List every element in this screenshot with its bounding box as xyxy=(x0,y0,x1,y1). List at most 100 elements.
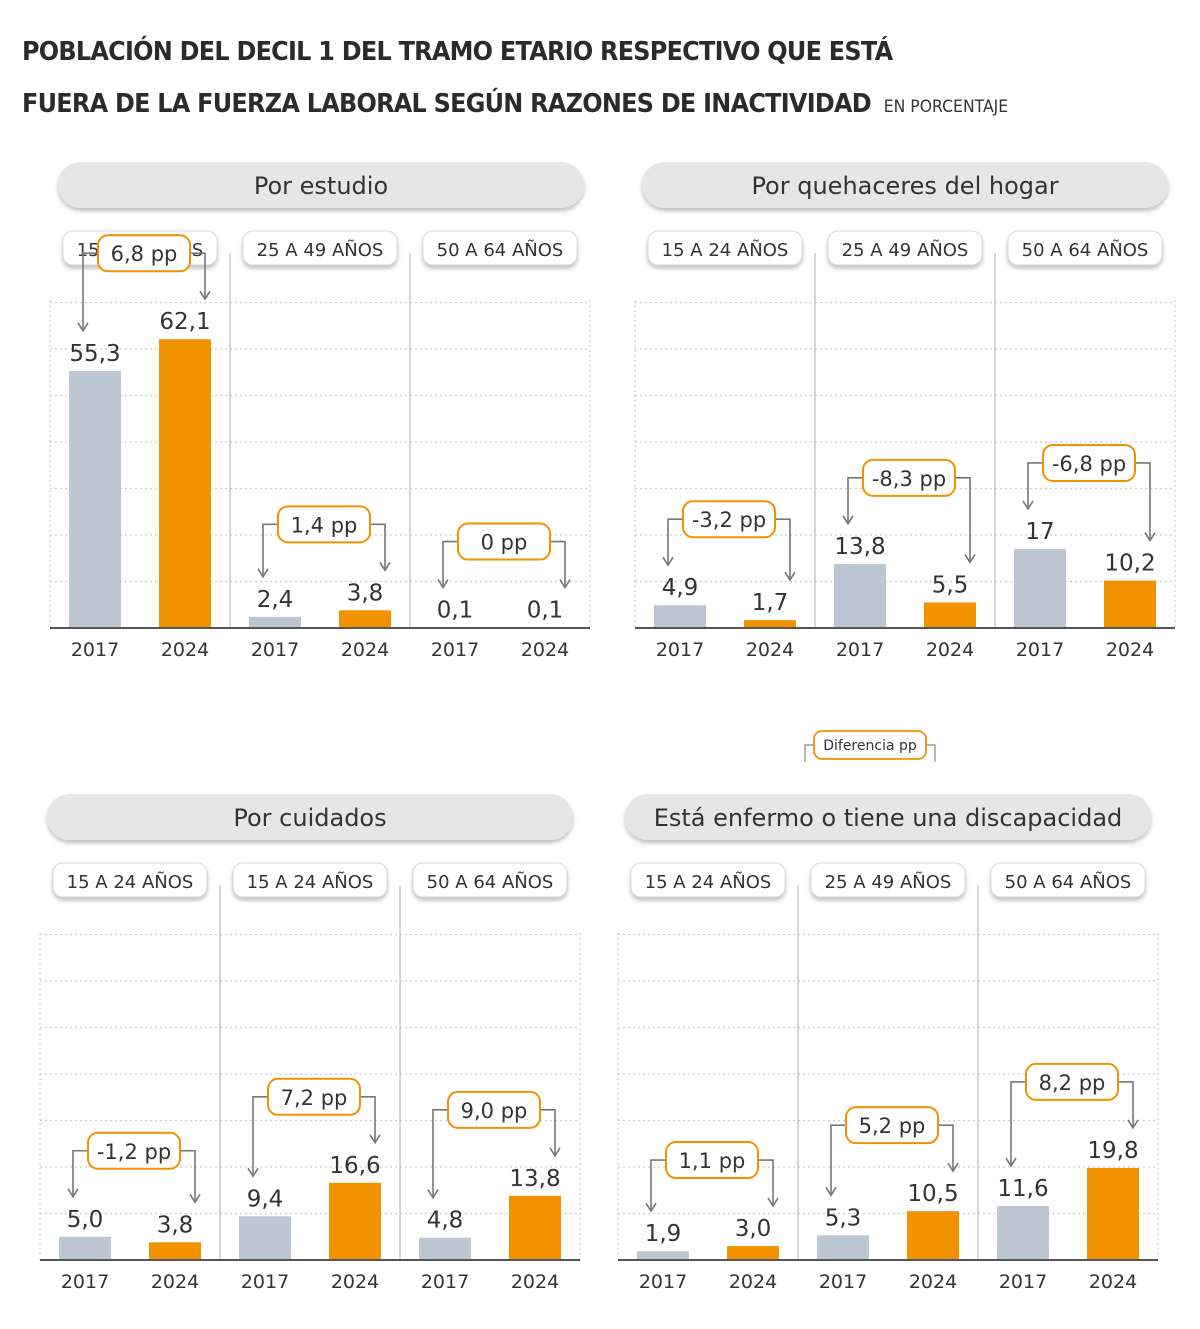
bar-2024 xyxy=(744,620,796,628)
year-label: 2017 xyxy=(431,639,479,661)
value-label: 55,3 xyxy=(69,341,120,367)
age-label: 25 A 49 AÑOS xyxy=(257,239,384,261)
year-label: 2024 xyxy=(511,1271,559,1293)
bar-2024 xyxy=(149,1242,201,1260)
age-pill xyxy=(242,230,398,266)
legend: Diferencia pp xyxy=(804,730,936,762)
year-label: 2017 xyxy=(241,1271,289,1293)
age-label: 25 A 49 AÑOS xyxy=(825,871,952,893)
year-label: 2017 xyxy=(251,639,299,661)
panel-title-pill xyxy=(47,794,573,840)
diff-label: 8,2 pp xyxy=(1039,1071,1106,1095)
age-pill xyxy=(810,862,966,898)
year-label: 2017 xyxy=(639,1271,687,1293)
diff-label: 1,1 pp xyxy=(679,1149,746,1173)
value-label: 10,2 xyxy=(1104,551,1155,577)
diff-arrowhead xyxy=(1127,1119,1139,1130)
value-label: 5,3 xyxy=(825,1205,862,1231)
diff-arrowhead xyxy=(549,1147,561,1158)
diff-box xyxy=(447,1090,541,1129)
value-label: 1,7 xyxy=(752,590,789,616)
value-label: 5,5 xyxy=(932,572,969,598)
year-label: 2017 xyxy=(1016,639,1064,661)
diff-arrowhead xyxy=(559,579,571,590)
value-label: 0,1 xyxy=(527,598,564,624)
year-label: 2024 xyxy=(161,639,209,661)
year-label: 2024 xyxy=(909,1271,957,1293)
age-pill xyxy=(52,862,208,898)
panel-title-pill xyxy=(58,162,584,208)
diff-box xyxy=(277,505,371,544)
age-pill xyxy=(422,230,578,266)
diff-label: 1,4 pp xyxy=(291,513,358,537)
bar-2017 xyxy=(1014,548,1066,628)
diff-box xyxy=(682,500,776,539)
diff-arrowhead xyxy=(784,571,796,582)
bar-2017 xyxy=(419,1237,471,1260)
title-line-2-text: FUERA DE LA FUERZA LABORAL SEGÚN RAZONES… xyxy=(22,89,872,119)
age-label: 15 A 24 AÑOS xyxy=(645,871,772,893)
value-label: 5,0 xyxy=(67,1207,104,1233)
diff-arrowhead xyxy=(842,515,854,526)
year-label: 2024 xyxy=(151,1271,199,1293)
age-pill xyxy=(232,862,388,898)
panel-4: Está enfermo o tiene una discapacidad15 … xyxy=(617,794,1159,1293)
value-label: 3,0 xyxy=(735,1216,772,1242)
value-label: 19,8 xyxy=(1087,1138,1138,1164)
year-label: 2024 xyxy=(331,1271,379,1293)
diff-label: 6,8 pp xyxy=(111,242,178,266)
value-label: 16,6 xyxy=(329,1153,380,1179)
year-label: 2024 xyxy=(1106,639,1154,661)
diff-arrowhead xyxy=(645,1202,657,1213)
value-label: 4,9 xyxy=(662,575,699,601)
diff-arrowhead xyxy=(199,290,211,301)
diff-arrowhead xyxy=(257,568,269,579)
diff-arrowhead xyxy=(369,1134,381,1145)
title-line-2: FUERA DE LA FUERZA LABORAL SEGÚN RAZONES… xyxy=(22,78,1008,133)
chart-title: POBLACIÓN DEL DECIL 1 DEL TRAMO ETARIO R… xyxy=(22,26,1008,133)
bar-2017 xyxy=(69,370,121,628)
diff-label: 9,0 pp xyxy=(461,1099,528,1123)
bar-2024 xyxy=(339,610,391,628)
year-label: 2017 xyxy=(819,1271,867,1293)
diff-arrowhead xyxy=(825,1186,837,1197)
diff-arrowhead xyxy=(67,1188,79,1199)
bar-2024 xyxy=(159,339,211,628)
diff-label: -3,2 pp xyxy=(692,508,766,532)
bar-2017 xyxy=(249,616,301,628)
year-label: 2024 xyxy=(341,639,389,661)
diff-arrowhead xyxy=(1005,1157,1017,1168)
age-pill xyxy=(990,862,1146,898)
age-pill xyxy=(1007,230,1163,266)
year-label: 2017 xyxy=(421,1271,469,1293)
bar-2017 xyxy=(817,1235,869,1260)
bar-2017 xyxy=(834,563,886,628)
value-label: 3,8 xyxy=(157,1212,194,1238)
panel-title: Por quehaceres del hogar xyxy=(751,172,1058,200)
age-pill xyxy=(827,230,983,266)
value-label: 4,8 xyxy=(427,1208,464,1234)
year-label: 2024 xyxy=(746,639,794,661)
title-line-1: POBLACIÓN DEL DECIL 1 DEL TRAMO ETARIO R… xyxy=(22,37,893,67)
value-label: 3,8 xyxy=(347,580,384,606)
year-label: 2017 xyxy=(999,1271,1047,1293)
bar-2017 xyxy=(997,1206,1049,1260)
diff-label: -1,2 pp xyxy=(97,1140,171,1164)
legend-box xyxy=(813,730,927,760)
year-label: 2017 xyxy=(836,639,884,661)
value-label: 13,8 xyxy=(509,1166,560,1192)
age-pill xyxy=(412,862,568,898)
diff-label: 0 pp xyxy=(481,531,528,555)
bar-2017 xyxy=(59,1236,111,1260)
diff-arrowhead xyxy=(77,322,89,333)
